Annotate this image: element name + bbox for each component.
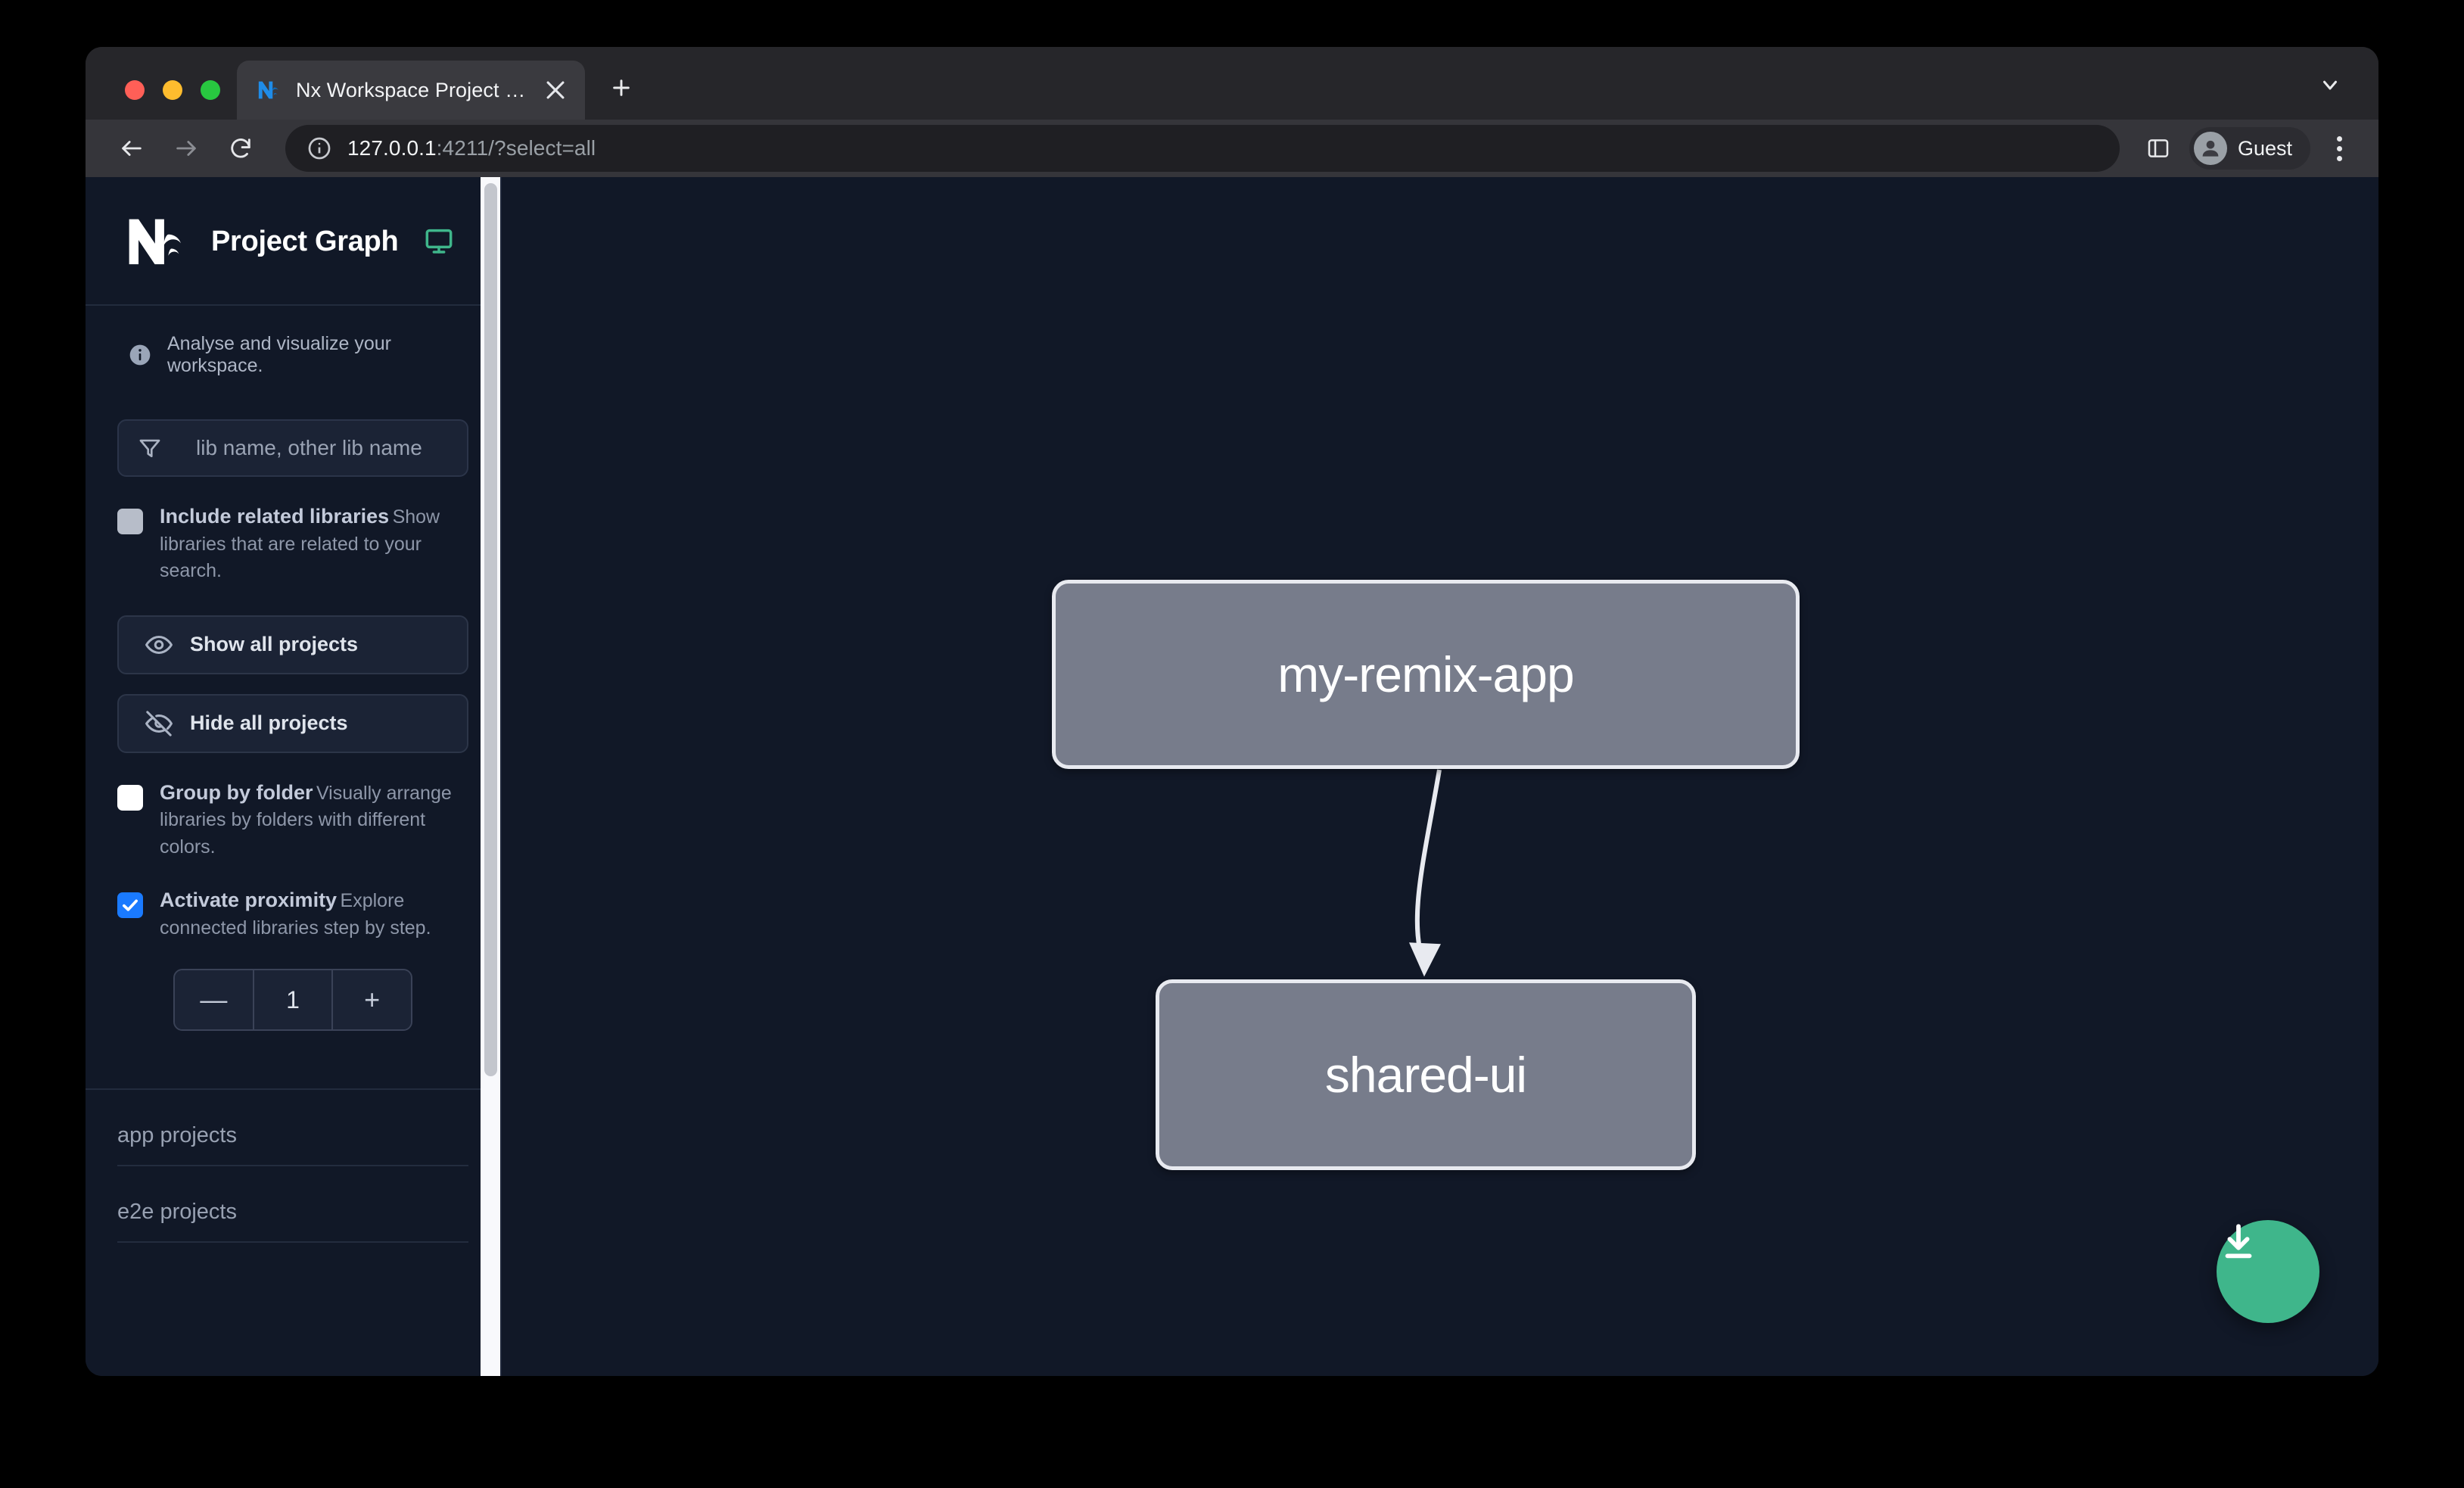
- graph-node-my-remix-app[interactable]: my-remix-app: [1052, 580, 1800, 769]
- option-description: Visually arrange libraries by folders wi…: [160, 782, 452, 858]
- download-icon: [2225, 1224, 2252, 1259]
- option-group-by-folder[interactable]: Group by folder Visually arrange librari…: [117, 780, 468, 861]
- url-text: 127.0.0.1:4211/?select=all: [347, 136, 596, 160]
- option-include-related-libraries[interactable]: Include related libraries Show libraries…: [117, 504, 468, 585]
- option-label: Activate proximity: [160, 889, 338, 911]
- graph-edges: [1408, 769, 1442, 977]
- checkbox-activate-proximity[interactable]: [117, 892, 143, 918]
- browser-toolbar: 127.0.0.1:4211/?select=all Guest: [86, 120, 2378, 177]
- hide-all-projects-button[interactable]: Hide all projects: [117, 693, 468, 753]
- edge-arrowhead: [1408, 942, 1442, 977]
- option-texts: Group by folder Visually arrange librari…: [160, 780, 468, 861]
- info-icon: [128, 343, 152, 367]
- close-window-button[interactable]: [125, 80, 145, 100]
- sidebar-header: Project Graph: [86, 177, 500, 306]
- proximity-stepper: — 1 +: [173, 969, 412, 1031]
- sidebar: Project Graph Analyse and visualize your…: [86, 177, 502, 1376]
- monitor-icon[interactable]: [424, 226, 454, 257]
- window-traffic-lights: [108, 80, 237, 120]
- side-panel-icon[interactable]: [2138, 128, 2179, 169]
- funnel-filter-icon: [137, 435, 163, 461]
- download-graph-button[interactable]: [2217, 1220, 2319, 1323]
- option-description: Explore connected libraries step by step…: [160, 890, 431, 939]
- page-content: Project Graph Analyse and visualize your…: [86, 177, 2378, 1376]
- visibility-buttons: Show all projects Hide all projects: [117, 615, 468, 753]
- info-circle-icon[interactable]: [306, 135, 332, 161]
- nx-logo-icon: [128, 218, 185, 265]
- option-texts: Activate proximity Explore connected lib…: [160, 888, 468, 942]
- stepper-value[interactable]: 1: [252, 970, 334, 1029]
- browser-tab[interactable]: Nx Workspace Project Graph: [237, 61, 585, 120]
- profile-name: Guest: [2237, 136, 2292, 160]
- forward-button[interactable]: [163, 125, 210, 172]
- new-tab-button[interactable]: [599, 65, 644, 111]
- kebab-menu-icon[interactable]: [2321, 128, 2357, 169]
- toolbar-right-actions: Guest: [2138, 127, 2357, 170]
- sidebar-spacer: [117, 1031, 468, 1088]
- option-label: Include related libraries: [160, 505, 390, 528]
- maximize-window-button[interactable]: [201, 80, 220, 100]
- section-e2e-projects[interactable]: e2e projects: [117, 1166, 468, 1243]
- url-host: 127.0.0.1: [347, 136, 437, 160]
- project-sections: app projects e2e projects: [86, 1088, 500, 1243]
- url-path: :4211/?select=all: [436, 136, 596, 160]
- search-input[interactable]: [181, 436, 469, 460]
- eye-icon: [145, 630, 173, 659]
- option-texts: Include related libraries Show libraries…: [160, 504, 468, 585]
- tab-strip: Nx Workspace Project Graph: [86, 47, 2378, 120]
- checkbox-include-related-libraries[interactable]: [117, 509, 143, 534]
- workspace-info: Analyse and visualize your workspace.: [86, 306, 500, 403]
- stepper-increment-button[interactable]: +: [333, 970, 411, 1029]
- show-all-projects-button[interactable]: Show all projects: [117, 615, 468, 674]
- option-activate-proximity[interactable]: Activate proximity Explore connected lib…: [117, 888, 468, 942]
- sidebar-scrollbar[interactable]: [481, 177, 500, 1376]
- chevron-down-icon[interactable]: [2312, 67, 2348, 103]
- page-title: Project Graph: [211, 225, 399, 257]
- option-label: Group by folder: [160, 780, 313, 804]
- sidebar-controls: Include related libraries Show libraries…: [86, 403, 500, 1088]
- stepper-decrement-button[interactable]: —: [175, 970, 253, 1029]
- back-button[interactable]: [108, 125, 155, 172]
- minimize-window-button[interactable]: [163, 80, 182, 100]
- section-label: e2e projects: [117, 1200, 237, 1224]
- show-all-projects-label: Show all projects: [190, 633, 359, 655]
- section-app-projects[interactable]: app projects: [117, 1090, 468, 1166]
- browser-window: Nx Workspace Project Graph: [86, 47, 2378, 1376]
- profile-chip[interactable]: Guest: [2189, 127, 2310, 170]
- graph-node-label: my-remix-app: [1277, 646, 1574, 702]
- section-label: app projects: [117, 1123, 237, 1147]
- tab-title: Nx Workspace Project Graph: [296, 78, 529, 101]
- search-field[interactable]: [117, 419, 469, 477]
- sidebar-scrollbar-thumb[interactable]: [484, 183, 497, 1076]
- reload-button[interactable]: [217, 125, 264, 172]
- address-bar[interactable]: 127.0.0.1:4211/?select=all: [285, 125, 2120, 172]
- hide-all-projects-label: Hide all projects: [190, 711, 348, 734]
- workspace-info-text: Analyse and visualize your workspace.: [167, 333, 391, 376]
- graph-node-shared-ui[interactable]: shared-ui: [1156, 979, 1696, 1170]
- graph-node-label: shared-ui: [1324, 1047, 1527, 1103]
- user-avatar-icon: [2193, 132, 2227, 165]
- project-graph-canvas[interactable]: my-remix-app shared-ui: [502, 177, 2378, 1376]
- edge-my-remix-app-to-shared-ui: [1414, 769, 1442, 967]
- close-icon[interactable]: [543, 77, 568, 103]
- nx-favicon-icon: [257, 77, 282, 103]
- eye-off-icon: [145, 709, 173, 738]
- option-description: Show libraries that are related to your …: [160, 506, 440, 581]
- checkbox-group-by-folder[interactable]: [117, 784, 143, 811]
